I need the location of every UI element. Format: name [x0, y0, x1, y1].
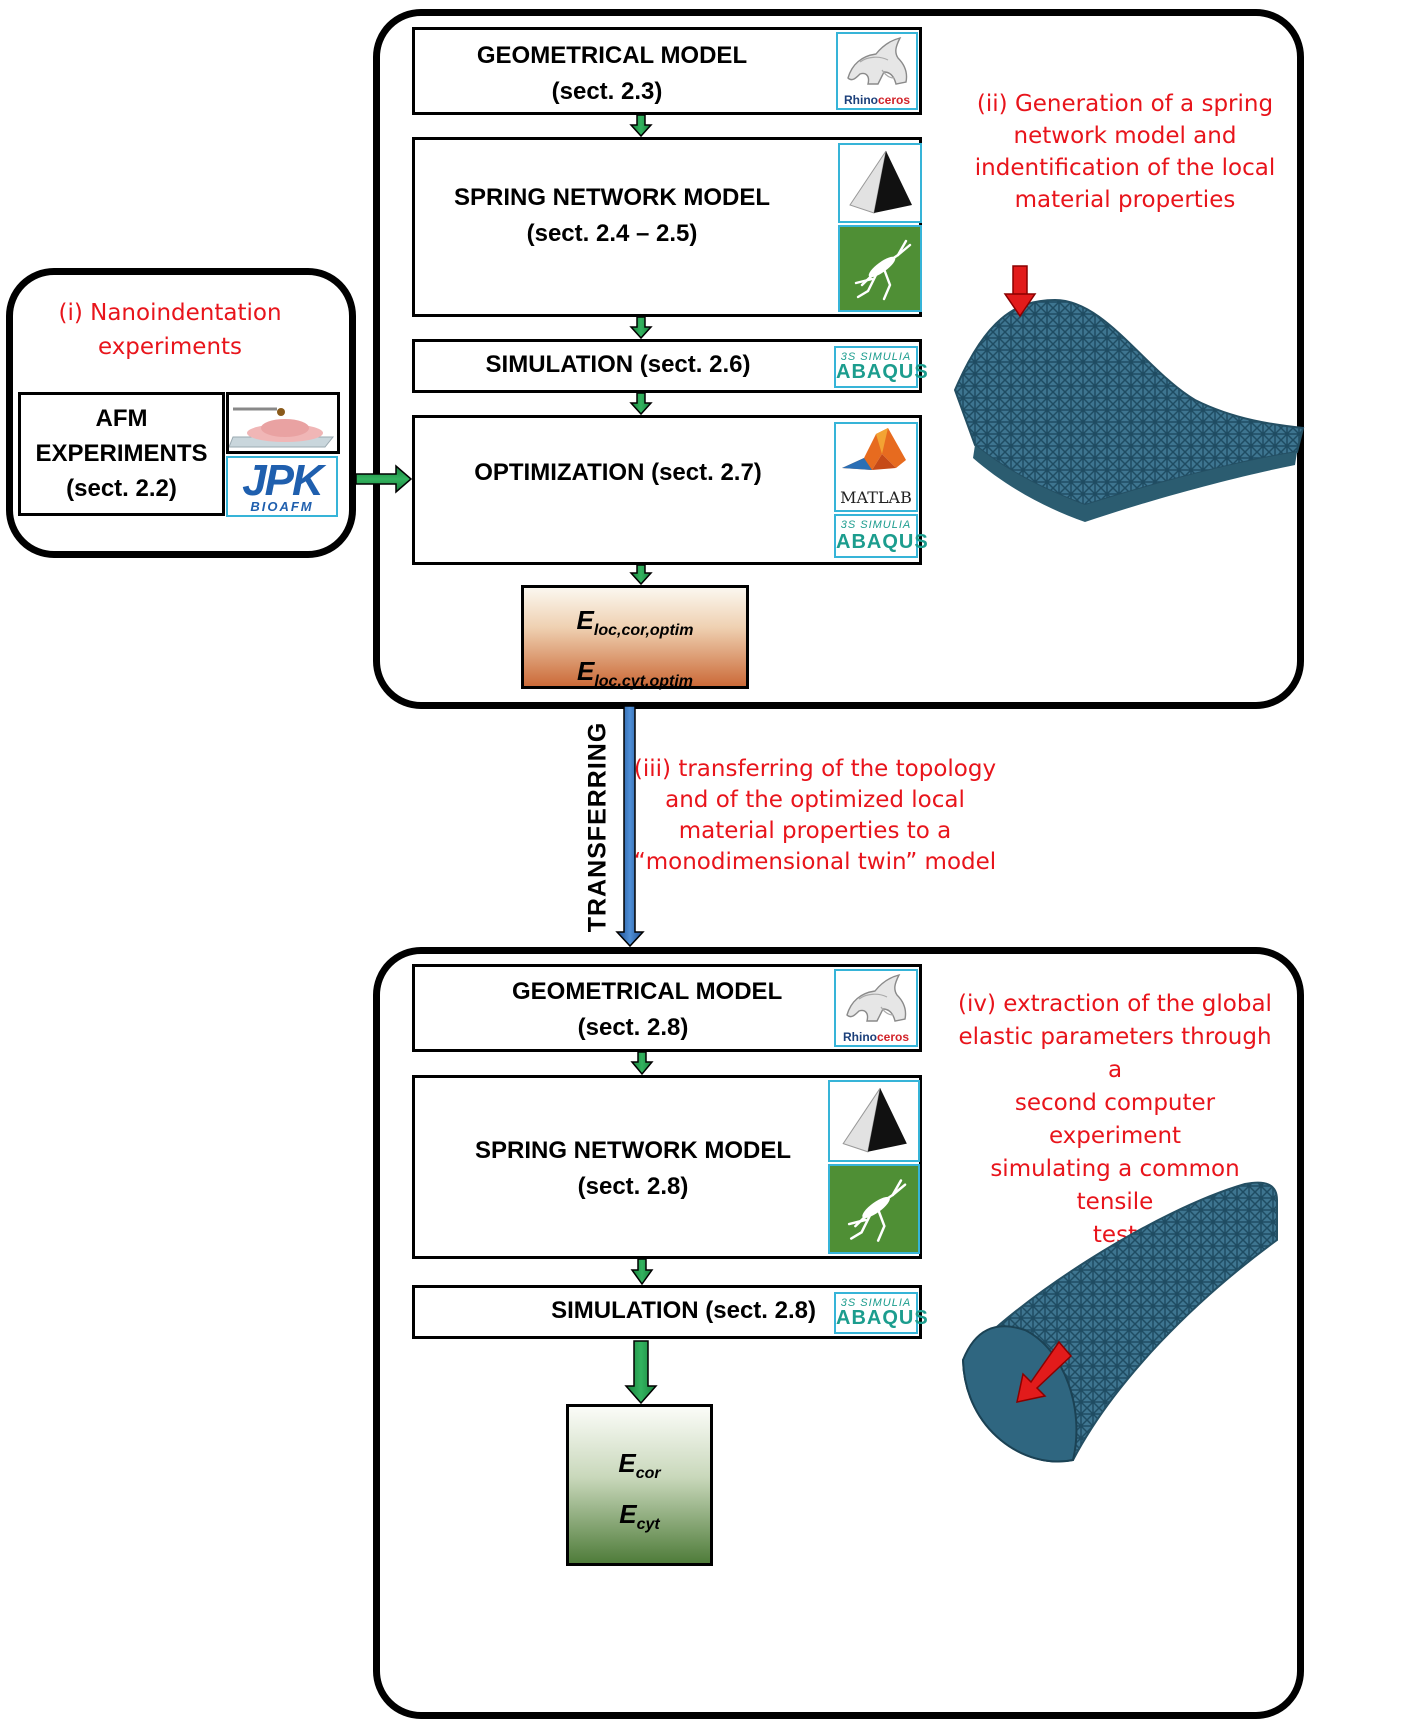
indenter-arrow-icon [1003, 265, 1037, 318]
dome-mesh-illustration [953, 265, 1305, 522]
rhinoceros-logo-bottom: Rhinoceros [834, 969, 918, 1047]
afm-line3: (sect. 2.2) [66, 475, 177, 502]
abaqus-logo-sim-top: 3S SIMULIA ABAQUS [834, 346, 929, 388]
geo-sect-top: (sect. 2.3) [551, 78, 663, 105]
grasshopper-logo-top [838, 225, 922, 312]
grasshopper-logo-bottom [828, 1164, 920, 1254]
nanoindentation-heading: (i) Nanoindentation experiments [30, 296, 310, 364]
spring-sect-bottom: (sect. 2.8) [577, 1173, 689, 1200]
annotation-ii: (ii) Generation of a spring network mode… [960, 88, 1290, 216]
rhino-logo-text: Rhinoceros [842, 1030, 910, 1044]
annotation-iii-line3: material properties to a [678, 818, 952, 844]
spring-network-text-bottom: SPRING NETWORK MODEL (sect. 2.8) [412, 1133, 824, 1205]
matlab-text: MATLAB [840, 488, 912, 507]
spring-network-text-top: SPRING NETWORK MODEL (sect. 2.4 – 2.5) [412, 180, 812, 252]
abaqus-logo-sim-bottom: 3S SIMULIA ABAQUS [834, 1292, 929, 1334]
transferring-label: TRANSFERRING [583, 721, 612, 933]
annotation-iv-line3: second computer experiment [1014, 1090, 1216, 1149]
afm-illustration [226, 392, 340, 454]
spring-sect-top: (sect. 2.4 – 2.5) [526, 220, 698, 247]
simulation-text-top: SIMULATION (sect. 2.6) [485, 351, 751, 378]
e-loc-cor-optim: Eloc,cor,optim [576, 605, 694, 640]
abaqus-text: ABAQUS [836, 1307, 929, 1329]
rhinoceros-logo-top: Rhinoceros [836, 32, 918, 110]
nanoindentation-heading-line2: experiments [97, 334, 243, 360]
annotation-iii-line1: (iii) transferring of the topology [633, 756, 997, 782]
nanoindentation-heading-line1: (i) Nanoindentation [58, 300, 282, 326]
annotation-iv-line2: elastic parameters through a [958, 1024, 1272, 1083]
annotation-iii: (iii) transferring of the topology and o… [630, 754, 1000, 878]
e-loc-cyt-optim: Eloc,cyt,optim [576, 656, 694, 691]
simulia-text: 3S SIMULIA [840, 351, 912, 363]
annotation-ii-line1: (ii) Generation of a spring [976, 91, 1274, 117]
geo-sect-bottom: (sect. 2.8) [577, 1014, 689, 1041]
abaqus-text: ABAQUS [836, 531, 929, 553]
rhino-icon [847, 36, 908, 85]
annotation-iii-line2: and of the optimized local [665, 787, 965, 813]
pyramid-logo-bottom [828, 1080, 920, 1162]
matlab-logo: MATLAB [834, 422, 918, 512]
tension-arrow-icon [1016, 1340, 1073, 1403]
geo-title-bottom: GEOMETRICAL MODEL [512, 978, 783, 1005]
matlab-membrane-icon [842, 428, 906, 470]
pyramid-icon [842, 1087, 907, 1153]
cylinder-mesh-illustration [961, 1181, 1278, 1463]
geometrical-model-text-top: GEOMETRICAL MODEL (sect. 2.3) [412, 38, 812, 110]
local-moduli-result-box: Eloc,cor,optim Eloc,cyt,optim [521, 585, 749, 690]
spring-title-top: SPRING NETWORK MODEL [454, 184, 770, 211]
annotation-ii-line4: material properties [1014, 187, 1236, 213]
afm-experiments-text: AFM EXPERIMENTS (sect. 2.2) [18, 401, 225, 506]
simulia-text: 3S SIMULIA [840, 519, 912, 531]
afm-cantilever-icon [228, 407, 335, 448]
annotation-iii-line4: “monodimensional twin” model [633, 849, 997, 875]
afm-experiments-box [18, 392, 225, 516]
simulia-text: 3S SIMULIA [840, 1297, 912, 1309]
e-cor: Ecor [618, 1448, 661, 1483]
annotation-iv-line4: simulating a common tensile [990, 1156, 1240, 1215]
jpk-logo-text: JPK [242, 456, 324, 505]
rhino-icon [846, 973, 907, 1022]
geo-title-top: GEOMETRICAL MODEL [476, 42, 748, 69]
annotation-iv-line1: (iv) extraction of the global [958, 991, 1272, 1017]
spring-title-bottom: SPRING NETWORK MODEL [475, 1137, 791, 1164]
afm-line2: EXPERIMENTS [35, 440, 208, 467]
annotation-ii-line2: network model and [1013, 123, 1237, 149]
global-moduli-result-box: Ecor Ecyt [566, 1404, 713, 1566]
bioafm-logo-text: BIOAFM [250, 499, 314, 514]
pyramid-logo-top [838, 143, 922, 223]
afm-line1: AFM [95, 405, 148, 432]
rhino-logo-text: Rhinoceros [843, 93, 911, 107]
annotation-ii-line3: indentification of the local [974, 155, 1276, 181]
pyramid-icon [849, 150, 912, 214]
jpk-bioafm-logo: JPK BIOAFM [226, 456, 338, 517]
e-cyt: Ecyt [619, 1499, 660, 1534]
optimization-text: OPTIMIZATION (sect. 2.7) [474, 459, 762, 486]
abaqus-text: ABAQUS [836, 361, 929, 383]
annotation-iv: (iv) extraction of the global elastic pa… [950, 988, 1280, 1252]
grasshopper-icon [854, 239, 912, 301]
grasshopper-icon [847, 1179, 907, 1242]
abaqus-logo-opt: 3S SIMULIA ABAQUS [834, 514, 929, 558]
simulation-text-bottom: SIMULATION (sect. 2.8) [551, 1297, 816, 1324]
geometrical-model-text-bottom: GEOMETRICAL MODEL (sect. 2.8) [412, 974, 824, 1046]
